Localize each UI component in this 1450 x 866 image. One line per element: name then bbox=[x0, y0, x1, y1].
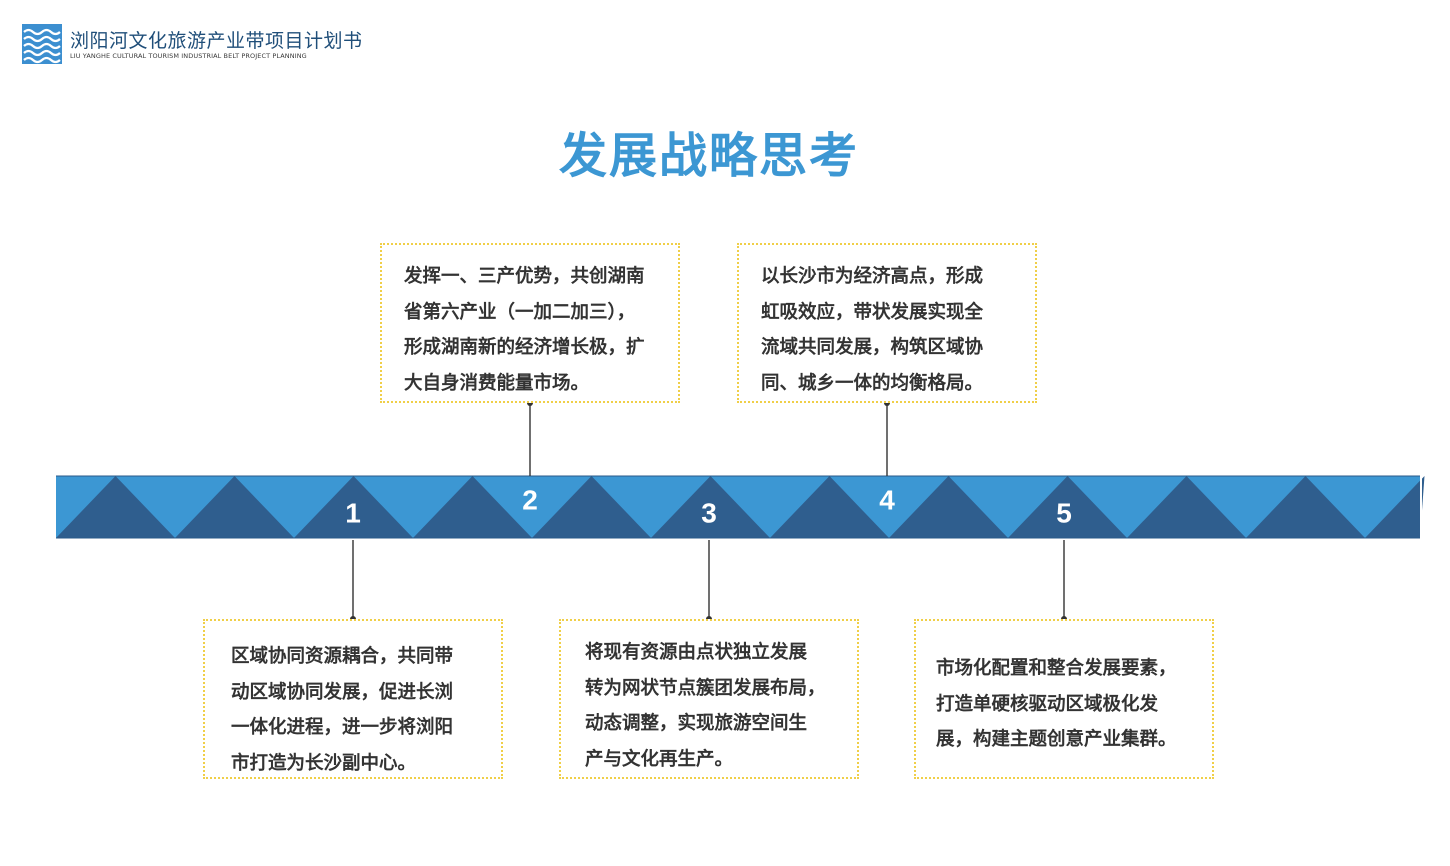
page-title: 发展战略思考 bbox=[558, 128, 859, 184]
step-number-2: 2 bbox=[522, 484, 538, 515]
step-box-2: 发挥一、三产优势，共创湖南 省第六产业（一加二加三）， 形成湖南新的经济增长极，… bbox=[380, 243, 680, 403]
step-box-3: 将现有资源由点状独立发展 转为网状节点簇团发展布局， 动态调整，实现旅游空间生 … bbox=[559, 619, 859, 779]
band-triangle-up bbox=[413, 476, 532, 538]
step-text-2: 发挥一、三产优势，共创湖南 省第六产业（一加二加三）， 形成湖南新的经济增长极，… bbox=[404, 266, 645, 394]
band-triangle-up bbox=[294, 476, 413, 538]
band-triangle-up bbox=[1127, 476, 1246, 538]
band-triangle-up bbox=[56, 476, 175, 538]
step-number-1: 1 bbox=[345, 497, 361, 528]
band-triangle-up bbox=[770, 476, 889, 538]
step-box-4: 以长沙市为经济高点，形成 虹吸效应，带状发展实现全 流域共同发展，构筑区域协 同… bbox=[737, 243, 1037, 403]
step-text-3: 将现有资源由点状独立发展 转为网状节点簇团发展布局， 动态调整，实现旅游空间生 … bbox=[585, 642, 826, 770]
step-number-4: 4 bbox=[879, 484, 895, 515]
header-title: 浏阳河文化旅游产业带项目计划书 bbox=[70, 30, 363, 52]
band-triangle-up bbox=[1365, 476, 1425, 538]
step-text-5: 市场化配置和整合发展要素， 打造单硬核驱动区域极化发 展，构建主题创意产业集群。 bbox=[936, 658, 1177, 750]
step-box-5: 市场化配置和整合发展要素， 打造单硬核驱动区域极化发 展，构建主题创意产业集群。 bbox=[914, 619, 1214, 779]
timeline-band bbox=[56, 475, 1425, 539]
step-number-5: 5 bbox=[1056, 497, 1072, 528]
band-triangle-up bbox=[889, 476, 1008, 538]
band-triangle-up bbox=[1246, 476, 1365, 538]
step-text-4: 以长沙市为经济高点，形成 虹吸效应，带状发展实现全 流域共同发展，构筑区域协 同… bbox=[761, 266, 984, 394]
step-box-1: 区域协同资源耦合，共同带 动区域协同发展，促进长浏 一体化进程，进一步将浏阳 市… bbox=[203, 619, 503, 779]
step-text-1: 区域协同资源耦合，共同带 动区域协同发展，促进长浏 一体化进程，进一步将浏阳 市… bbox=[231, 646, 454, 774]
band-triangle-up bbox=[175, 476, 294, 538]
wave-icon bbox=[22, 24, 62, 64]
header-subtitle: LIU YANGHE CULTURAL TOURISM INDUSTRIAL B… bbox=[70, 52, 307, 60]
band-triangle-up bbox=[651, 476, 770, 538]
step-number-3: 3 bbox=[701, 497, 717, 528]
band-end bbox=[1420, 476, 1422, 538]
band-triangle-up bbox=[532, 476, 651, 538]
band-triangle-up bbox=[1008, 476, 1127, 538]
step-numbers: 1 2 3 4 5 bbox=[345, 484, 1072, 528]
